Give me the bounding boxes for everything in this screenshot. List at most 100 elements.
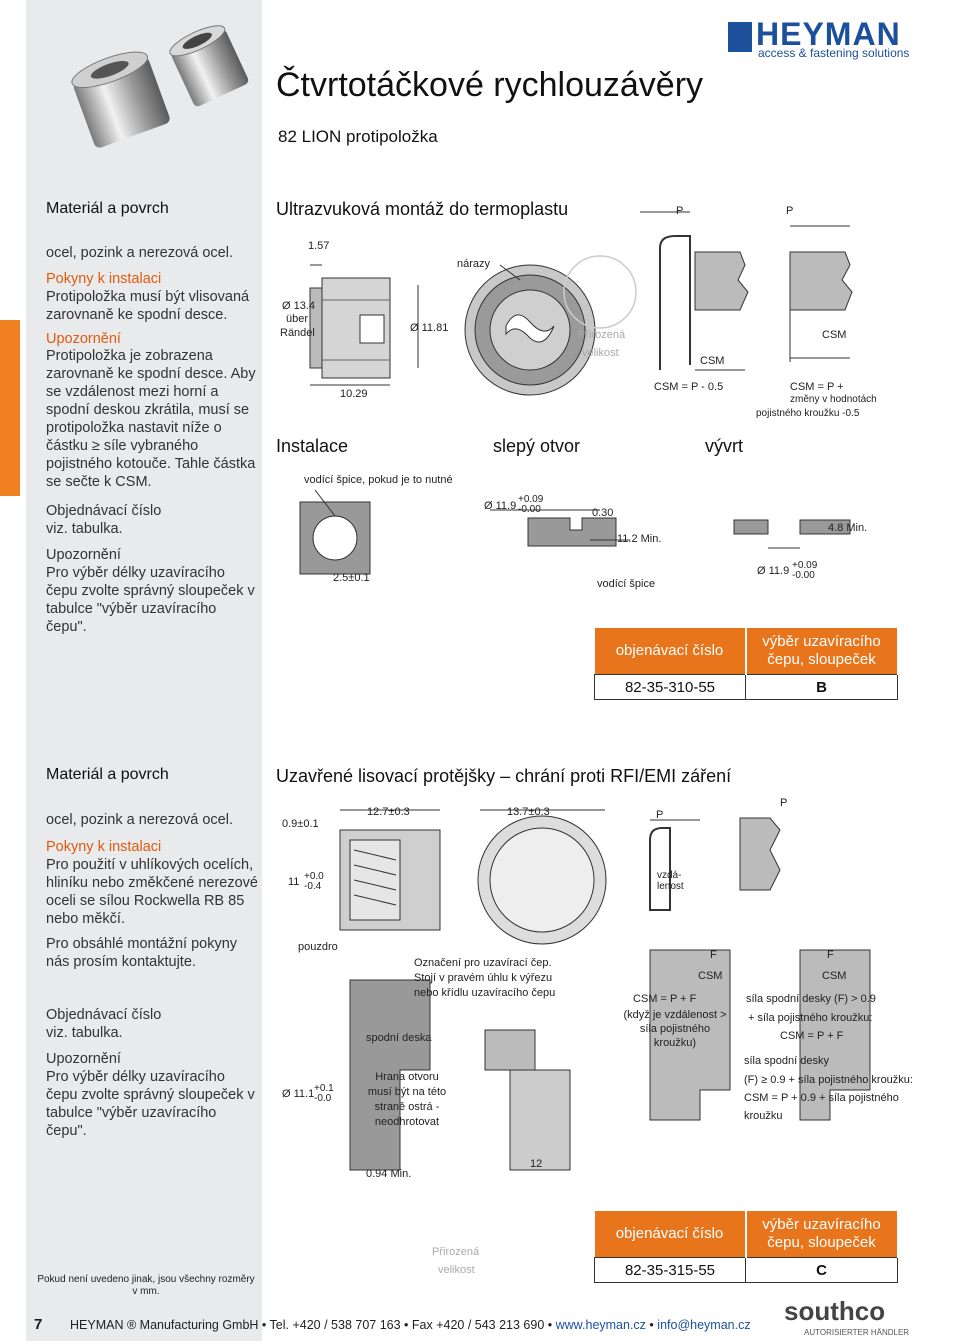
tol-up-b: +0.09 xyxy=(792,560,818,571)
label-f-2: F xyxy=(827,949,834,961)
dim-1181: Ø 11.81 xyxy=(410,322,449,334)
label-p-4: P xyxy=(780,797,788,809)
guide-pin-label: vodící špice xyxy=(597,578,656,590)
s2-material-heading: Materiál a povrch xyxy=(46,766,169,783)
label-narazy: nárazy xyxy=(457,258,491,270)
blind-hole-heading: slepý otvor xyxy=(493,436,581,456)
s2-material-text: ocel, pozink a nerezová ocel. xyxy=(46,812,233,828)
s1-heading: Ultrazvuková montáž do termoplastu xyxy=(276,199,569,219)
s1-table-col1: objenávací číslo xyxy=(594,628,747,675)
dim-1029: 10.29 xyxy=(340,388,368,400)
dim-137: 13.7±0.3 xyxy=(507,806,550,818)
tol-down-b: -0.00 xyxy=(792,570,815,581)
s1-material-heading: Materiál a povrch xyxy=(46,200,169,217)
dim-157: 1.57 xyxy=(308,240,330,252)
dim-134: Ø 13.4 xyxy=(282,300,316,312)
s2-order-label: Objednávací číslo xyxy=(46,1007,162,1023)
label-csm-4: CSM xyxy=(822,970,847,982)
label-edge: Hrana otvoru musí být na této straně ost… xyxy=(367,1071,447,1128)
tol-111-up: +0.1 xyxy=(314,1083,334,1094)
page-subtitle: 82 LION protipoložka xyxy=(278,127,438,146)
s1-table-col2: výběr uzavíracího čepu, sloupeček xyxy=(745,628,899,675)
label-vzdalenost: vzdá-lenost xyxy=(657,870,684,892)
dim-09: 0.9±0.1 xyxy=(282,818,319,830)
footer-line: HEYMAN ® Manufacturing GmbH • Tel. +420 … xyxy=(70,1318,751,1332)
s2-warning-label: Upozornění xyxy=(46,1051,121,1067)
s2-table-column: C xyxy=(745,1257,898,1283)
s1-order-text: viz. tabulka. xyxy=(46,521,123,537)
product-photo xyxy=(71,25,249,148)
dim-48: 4.8 Min. xyxy=(828,522,868,534)
page-number: 7 xyxy=(34,1316,43,1333)
dim-randel: Rändel xyxy=(280,327,315,339)
s1-table-part: 82-35-310-55 xyxy=(594,674,746,700)
footer-bullet: • xyxy=(649,1318,654,1332)
s2-contact-text: Pro obsáhlé montážní pokyny nás prosím k… xyxy=(46,936,238,970)
cond-2: síla spodní desky xyxy=(744,1055,829,1067)
csm-pf-note: (když je vzdálenost > síla pojistného kr… xyxy=(623,1009,727,1049)
footer-web-link[interactable]: www.heyman.cz xyxy=(555,1318,646,1332)
dim-uber: über xyxy=(286,313,309,325)
s2-order-table: objenávací číslo výběr uzavíracího čepu,… xyxy=(594,1211,899,1283)
csm-eq-1: CSM = P - 0.5 xyxy=(654,381,724,393)
tol-11-up: +0.0 xyxy=(304,871,324,882)
partner-sub: AUTORISIERTER HÄNDLER xyxy=(804,1328,910,1337)
s1-order-label: Objednávací číslo xyxy=(46,503,162,519)
heyman-logo-mark xyxy=(728,22,752,52)
label-bottom-plate: spodní deska xyxy=(366,1032,432,1044)
tol-down-a: -0.00 xyxy=(518,504,541,515)
install-heading: Instalace xyxy=(276,436,349,456)
dim-127: 12.7±0.3 xyxy=(367,806,410,818)
actual-size-1b: velikost xyxy=(582,347,619,359)
guide-pin-note: vodící špice, pokud je to nutné xyxy=(304,474,453,486)
page-title: Čtvrtotáčkové rychlouzávěry xyxy=(276,66,704,104)
cond-1c: CSM = P + F xyxy=(780,1030,844,1042)
s2-dimension-drawing xyxy=(339,809,871,1171)
s1-dimension-drawing xyxy=(309,211,853,396)
actual-size-2b: velikost xyxy=(438,1264,475,1276)
dim-119-a: Ø 11.9 xyxy=(484,500,517,512)
cond-1: síla spodní desky (F) > 0.9 xyxy=(746,993,876,1005)
install-drawing xyxy=(299,490,851,575)
dim-11: 11 xyxy=(288,876,300,888)
label-csm-2: CSM xyxy=(822,329,847,341)
s2-install-text: Pro použití v uhlíkových ocelích, hliník… xyxy=(46,857,258,927)
cond-2b: (F) ≥ 0.9 + síla pojistného kroužku: xyxy=(744,1074,913,1086)
s2-table-col1: objenávací číslo xyxy=(594,1211,747,1258)
label-csm-1: CSM xyxy=(700,355,725,367)
label-p-3: P xyxy=(656,809,664,821)
s2-order-text: viz. tabulka. xyxy=(46,1025,123,1041)
label-marking: Označení pro uzavírací čep. Stojí v prav… xyxy=(414,957,556,999)
partner-logo: southco xyxy=(784,1296,886,1326)
s2-table-part: 82-35-315-55 xyxy=(594,1257,746,1283)
cond-2d: kroužku xyxy=(744,1110,783,1122)
csm-eq-2b: změny v hodnotách xyxy=(790,394,877,405)
brand-tagline: access & fastening solutions xyxy=(758,46,910,60)
actual-size-2a: Přirozená xyxy=(432,1246,480,1258)
cond-2c: CSM = P + 0.9 + síla pojistného xyxy=(744,1092,899,1104)
actual-size-1a: Přirozená xyxy=(578,329,626,341)
label-f-1: F xyxy=(710,949,717,961)
s1-warning-text: Protipoložka je zobrazena zarovnaně ke s… xyxy=(46,348,256,490)
s2-warning-text: Pro výběr délky uzavíracího čepu zvolte … xyxy=(46,1069,255,1139)
s1-order-table: objenávací číslo výběr uzavíracího čepu,… xyxy=(594,628,899,700)
s1-material-text: ocel, pozink a nerezová ocel. xyxy=(46,245,233,261)
sidebar-panel xyxy=(26,0,262,1341)
s1-warning-label: Upozornění xyxy=(46,331,121,347)
orange-tab-marker xyxy=(0,320,20,496)
label-csm-3: CSM xyxy=(698,970,723,982)
footer-email-link[interactable]: info@heyman.cz xyxy=(657,1318,751,1332)
csm-eq-2: CSM = P + xyxy=(790,381,844,393)
tol-111-down: -0.0 xyxy=(314,1093,332,1104)
dim-25: 2.5±0.1 xyxy=(333,572,370,584)
dim-094: 0.94 Min. xyxy=(366,1168,412,1180)
s1-warning2-text: Pro výběr délky uzavíracího čepu zvolte … xyxy=(46,565,255,635)
brand-name: HEYMAN xyxy=(756,16,901,52)
csm-eq-2c: pojistného kroužku -0.5 xyxy=(756,408,860,419)
dim-111: Ø 11.1 xyxy=(282,1088,315,1100)
s2-footnote: Pokud není uvedeno jinak, jsou všechny r… xyxy=(37,1274,255,1297)
footer-company: HEYMAN xyxy=(70,1318,124,1332)
s1-install-text: Protipoložka musí být vlisovaná zarovnan… xyxy=(46,289,250,323)
dim-119-b: Ø 11.9 xyxy=(757,565,790,577)
tol-11-down: -0.4 xyxy=(304,881,322,892)
